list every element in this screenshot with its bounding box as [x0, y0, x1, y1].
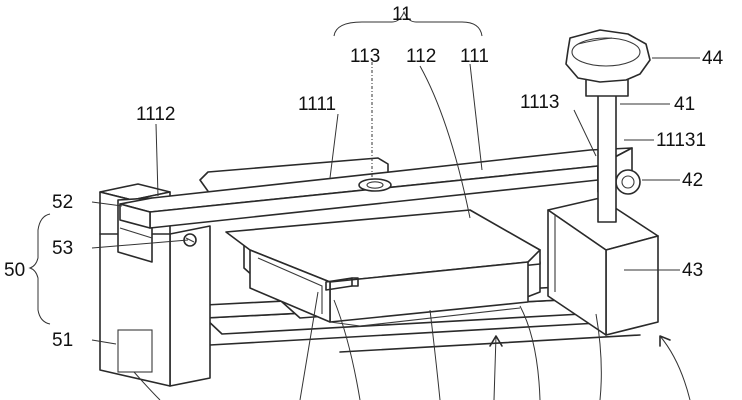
- reference-labels: 11 113 112 111 44 1112 1111 1113 41 1113…: [4, 4, 724, 351]
- screw-53-slot: [185, 237, 195, 243]
- label-1111: 1111: [298, 94, 336, 115]
- label-53: 53: [52, 238, 73, 259]
- leader-lines: [28, 10, 700, 400]
- right-support-block: [547, 197, 659, 336]
- label-112: 112: [406, 46, 436, 67]
- label-43: 43: [682, 260, 703, 281]
- label-41: 41: [674, 94, 695, 115]
- label-111: 111: [460, 46, 489, 67]
- label-52: 52: [52, 192, 73, 213]
- label-1113: 1113: [520, 92, 559, 113]
- label-11131: 11131: [656, 130, 706, 151]
- label-42: 42: [682, 170, 703, 191]
- label-1112: 1112: [136, 104, 175, 125]
- label-50: 50: [4, 260, 25, 281]
- label-44: 44: [702, 48, 724, 69]
- screw-rod-and-knob: [565, 29, 651, 223]
- label-51: 51: [52, 330, 73, 351]
- label-11: 11: [392, 4, 412, 25]
- label-113: 113: [350, 46, 380, 67]
